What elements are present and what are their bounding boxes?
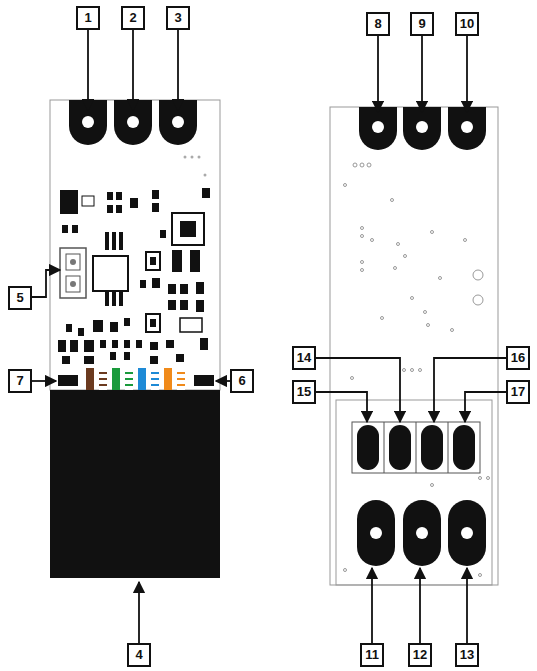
callout-number: 4 xyxy=(127,643,151,667)
callout-number: 15 xyxy=(292,380,316,404)
callout-number: 11 xyxy=(360,643,384,667)
callout-number: 13 xyxy=(455,643,479,667)
callout-number: 16 xyxy=(506,346,530,370)
callout-number: 6 xyxy=(230,369,254,393)
callout-number: 1 xyxy=(76,6,100,30)
callout-number: 8 xyxy=(366,12,390,36)
callout-number: 7 xyxy=(8,369,32,393)
callout-number: 2 xyxy=(121,6,145,30)
callout-number: 12 xyxy=(408,643,432,667)
callout-number: 3 xyxy=(166,6,190,30)
callout-number: 17 xyxy=(506,380,530,404)
callout-number: 14 xyxy=(292,346,316,370)
callout-number: 9 xyxy=(410,12,434,36)
callout-number: 10 xyxy=(455,12,479,36)
callout-number: 5 xyxy=(8,286,32,310)
